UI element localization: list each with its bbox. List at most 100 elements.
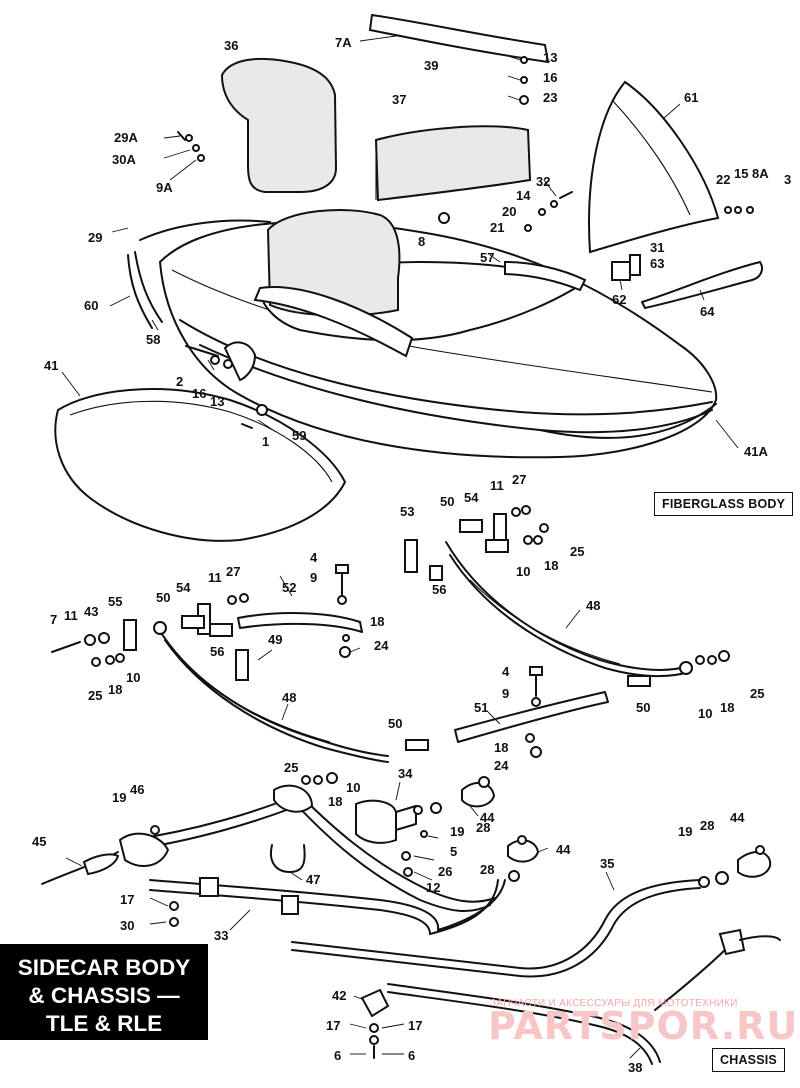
watermark-site: PARTSPOR.RU — [488, 1004, 799, 1048]
callout: 41A — [744, 444, 768, 459]
callout: 56 — [432, 582, 446, 597]
callout-labels: 7A 39 13 16 23 36 37 61 29A 30A 9A 32 14… — [32, 35, 791, 1075]
callout: 26 — [438, 864, 452, 879]
callout: 39 — [424, 58, 438, 73]
callout: 10 — [126, 670, 140, 685]
callout: 24 — [374, 638, 389, 653]
callout: 29A — [114, 130, 138, 145]
callout: 54 — [176, 580, 191, 595]
callout: 59 — [292, 428, 306, 443]
callout: 33 — [214, 928, 228, 943]
callout: 38 — [628, 1060, 642, 1075]
callout: 28 — [700, 818, 714, 833]
callout: 20 — [502, 204, 516, 219]
callout: 37 — [392, 92, 406, 107]
callout: 44 — [480, 810, 495, 825]
callout: 6 — [408, 1048, 415, 1063]
callout: 47 — [306, 872, 320, 887]
callout: 21 — [490, 220, 504, 235]
callout: 16 — [192, 386, 206, 401]
callout: 6 — [334, 1048, 341, 1063]
callout: 25 — [570, 544, 584, 559]
leader-lines — [61, 35, 739, 1059]
callout: 50 — [156, 590, 170, 605]
callout: 63 — [650, 256, 664, 271]
title-block: SIDECAR BODY & CHASSIS — TLE & RLE — [0, 944, 208, 1040]
leaf-spring-right — [445, 541, 693, 678]
callout: 7A — [335, 35, 352, 50]
body-bracket — [355, 799, 397, 844]
callout: 41 — [44, 358, 58, 373]
windshield — [588, 80, 720, 254]
callout: 42 — [332, 988, 346, 1003]
callout: 36 — [224, 38, 238, 53]
torque-rod-upper — [237, 612, 363, 633]
callout: 56 — [210, 644, 224, 659]
callout: 8 — [418, 234, 425, 249]
callout: 13 — [210, 394, 224, 409]
callout: 23 — [543, 90, 557, 105]
callout: 54 — [464, 490, 479, 505]
windshield-clip — [629, 254, 641, 276]
callout: 52 — [282, 580, 296, 595]
callout: 2 — [176, 374, 183, 389]
callout: 17 — [120, 892, 134, 907]
callout: 18 — [544, 558, 558, 573]
back-cushion — [220, 57, 338, 193]
callout: 27 — [226, 564, 240, 579]
callout: 15 — [734, 166, 748, 181]
torque-rod-lower — [454, 691, 609, 743]
callout: 30A — [112, 152, 136, 167]
callout: 10 — [516, 564, 530, 579]
callout: 10 — [698, 706, 712, 721]
callout: 22 — [716, 172, 730, 187]
callout: 35 — [600, 856, 614, 871]
callout: 19 — [112, 790, 126, 805]
callout: 25 — [750, 686, 764, 701]
callout: 32 — [536, 174, 550, 189]
callout: 9 — [502, 686, 509, 701]
seat-cushion — [374, 125, 532, 202]
callout: 57 — [480, 250, 494, 265]
callout: 46 — [130, 782, 144, 797]
callout: 45 — [32, 834, 46, 849]
callout: 34 — [398, 766, 413, 781]
callout: 31 — [650, 240, 664, 255]
callout: 10 — [346, 780, 360, 795]
callout: 4 — [310, 550, 318, 565]
callout: 19 — [678, 824, 692, 839]
callout: 50 — [636, 700, 650, 715]
callout: 16 — [543, 70, 557, 85]
hardware-bolts-top — [177, 56, 754, 429]
chassis-frame — [118, 784, 506, 935]
trim-strip — [127, 219, 271, 329]
callout: 53 — [400, 504, 414, 519]
section-label-fiberglass-body: FIBERGLASS BODY — [654, 492, 794, 516]
callout: 62 — [612, 292, 626, 307]
grab-rail — [368, 13, 550, 64]
callout: 18 — [720, 700, 734, 715]
leaf-spring-left — [153, 621, 389, 763]
watermark-caption: ЗАПЧАСТИ И АКСЕССУАРЫ ДЛЯ МОТОТЕХНИКИ — [490, 998, 738, 1009]
u-bolt — [270, 844, 306, 873]
callout: 44 — [556, 842, 571, 857]
callout: 17 — [326, 1018, 340, 1033]
callout: 24 — [494, 758, 509, 773]
callout: 12 — [426, 880, 440, 895]
windshield-bracket — [641, 261, 763, 309]
callout: 28 — [476, 820, 490, 835]
callout: 25 — [88, 688, 102, 703]
section-label-chassis: CHASSIS — [712, 1048, 785, 1072]
callout: 64 — [700, 304, 715, 319]
callout: 5 — [450, 844, 457, 859]
windshield-mount — [611, 261, 631, 281]
callout: 50 — [440, 494, 454, 509]
callout: 27 — [512, 472, 526, 487]
chassis-tubes — [291, 879, 781, 1065]
callout: 11 — [208, 570, 222, 585]
title-line: & CHASSIS — — [28, 983, 180, 1008]
callout: 13 — [543, 50, 557, 65]
callout: 18 — [328, 794, 342, 809]
callout: 9A — [156, 180, 173, 195]
